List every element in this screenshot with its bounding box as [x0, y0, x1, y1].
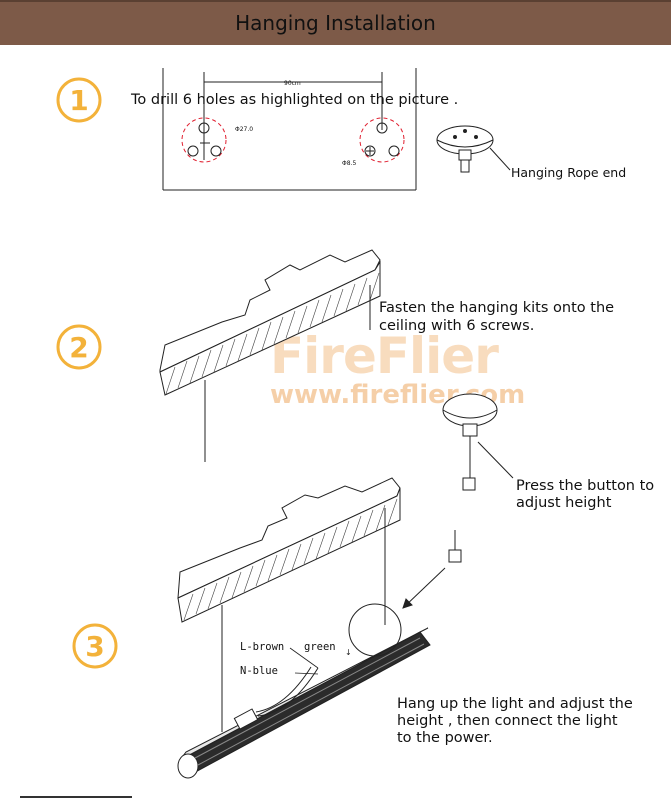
- page-title: Hanging Installation: [235, 11, 436, 35]
- beam-hatching-top: [165, 272, 380, 395]
- ceiling-beam-top: [159, 249, 381, 396]
- press-button-label-line2: adjust height: [516, 495, 612, 511]
- footer-divider: [20, 796, 132, 798]
- beam-hatching-bottom: [183, 498, 398, 621]
- step-2-badge: 2: [56, 324, 102, 370]
- detail-circle: [348, 603, 402, 657]
- linear-light-fixture: [177, 627, 431, 779]
- drill-template: [162, 68, 417, 191]
- canopy-icon: [442, 393, 514, 491]
- step-2-caption-line1: Fasten the hanging kits onto the: [379, 300, 615, 316]
- dimension-27: Φ27.0: [235, 126, 254, 133]
- step-3-badge: 3: [72, 623, 118, 669]
- canopy-small-icon: [402, 530, 462, 609]
- hanging-wires-step2: [204, 285, 371, 462]
- step-3-caption-line3: to the power.: [397, 730, 493, 746]
- step-2-caption-line2: ceiling with 6 screws.: [379, 318, 535, 334]
- green-arrow: ↓: [345, 648, 352, 657]
- press-button-label-line1: Press the button to: [516, 478, 655, 494]
- step-1-caption: To drill 6 holes as highlighted on the p…: [131, 92, 459, 108]
- svg-text:2: 2: [69, 331, 88, 364]
- watermark-logo: FireFlier: [270, 327, 499, 385]
- wire-label-brown: L-brown: [240, 641, 285, 653]
- ceiling-beam-bottom: [177, 477, 401, 623]
- dimension-8-5: Φ8.5: [342, 160, 357, 167]
- wire-leaders: [289, 647, 319, 675]
- hanging-rope-end-label: Hanging Rope end: [511, 165, 627, 180]
- dimension-90cm: 90cm: [284, 80, 301, 87]
- header-bar: Hanging Installation: [0, 0, 671, 45]
- svg-text:1: 1: [69, 84, 88, 117]
- rope-end-icon: [436, 125, 511, 173]
- wire-label-blue: N-blue: [240, 665, 278, 677]
- svg-text:3: 3: [85, 630, 104, 663]
- step-1-badge: 1: [56, 77, 102, 123]
- wire-label-green: green: [304, 641, 336, 653]
- step-3-caption-line2: height , then connect the light: [397, 713, 618, 729]
- step-3-caption-line1: Hang up the light and adjust the: [397, 696, 633, 712]
